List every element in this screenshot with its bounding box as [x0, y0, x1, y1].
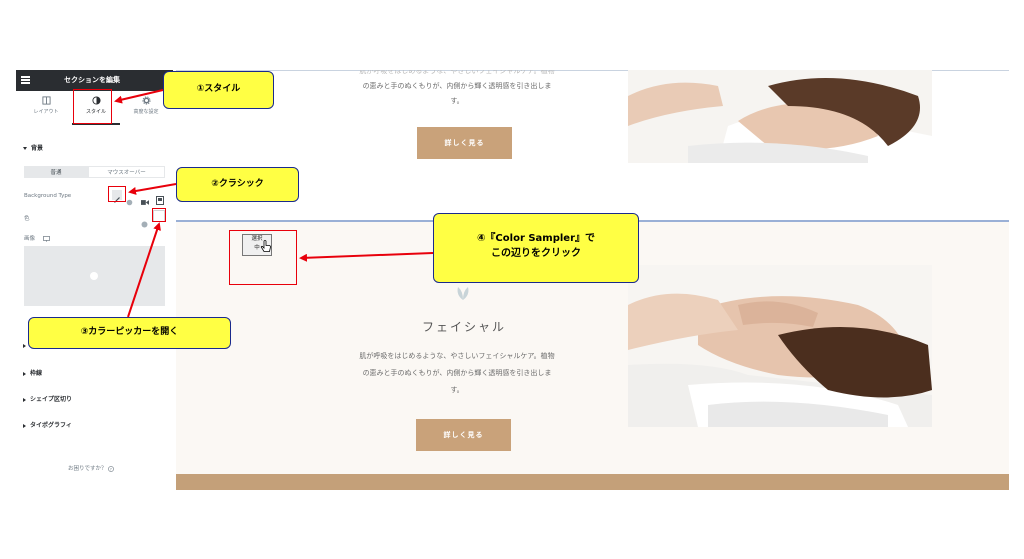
tab-layout[interactable]: レイアウト: [21, 96, 71, 115]
video-button[interactable]: [141, 191, 149, 205]
slideshow-button[interactable]: [156, 190, 164, 205]
tab-normal[interactable]: 普通: [24, 166, 88, 178]
contrast-icon: [91, 96, 101, 105]
arrow-step1: [114, 89, 164, 104]
massage-photo-top: [628, 70, 932, 163]
tab-advanced[interactable]: 高度な設定: [121, 96, 171, 115]
callout-step4-line1: ④『Color Sampler』で: [476, 233, 596, 244]
color-label: 色: [24, 216, 30, 222]
gear-icon: [141, 96, 151, 105]
gradient-button[interactable]: [126, 191, 133, 206]
arrow-step2: [128, 183, 177, 195]
editor-sidebar: セクションを編集 レイアウト スタイル 高度な設定 背景 普通 マウスオーバー …: [16, 70, 173, 490]
highlight-classic: [108, 186, 126, 202]
tab-advanced-label: 高度な設定: [133, 109, 159, 115]
tab-style-label: スタイル: [85, 109, 106, 115]
top-paragraph-line3: す。: [450, 97, 464, 105]
caret-down-icon: [23, 147, 27, 150]
sidebar-header: セクションを編集: [16, 70, 173, 91]
active-tab-indicator: [72, 123, 120, 125]
footer-band: [176, 474, 1009, 490]
image-label: 画像: [24, 234, 50, 242]
massage-photo-top-illustration: [628, 70, 932, 163]
top-details-button[interactable]: 詳しく見る: [417, 127, 512, 159]
highlight-style-tab: [73, 89, 112, 124]
top-paragraph-cutoff: 肌が呼吸をはじめるような、やさしいフェイシャルケア。植物: [359, 70, 555, 75]
layout-icon: [41, 96, 51, 105]
video-icon: [141, 200, 149, 205]
highlight-sample-area: [229, 230, 297, 285]
desktop-icon[interactable]: [42, 235, 50, 242]
caret-right-icon: [23, 343, 26, 348]
paragraph-line1: 肌が呼吸をはじめるような、やさしいフェイシャルケア。植物: [359, 352, 555, 360]
caret-right-icon: [23, 397, 26, 402]
details-button[interactable]: 詳しく見る: [416, 419, 511, 451]
leaf-icon: [457, 287, 469, 300]
callout-step4: ④『Color Sampler』で この辺りをクリック: [433, 213, 639, 283]
section-shape-divider-toggle[interactable]: シェイプ区切り: [23, 394, 72, 403]
callout-step1: ①スタイル: [163, 71, 274, 109]
section-border-label: 枠線: [30, 370, 43, 377]
tab-layout-label: レイアウト: [33, 109, 59, 115]
section-typography-toggle[interactable]: タイポグラフィ: [23, 420, 72, 429]
massage-photo: [628, 265, 932, 427]
help-link[interactable]: お困りですか？ ?: [68, 464, 115, 472]
section-heading: フェイシャル: [422, 320, 507, 334]
section-shape-divider-label: シェイプ区切り: [30, 396, 73, 403]
section-border-toggle[interactable]: 枠線: [23, 368, 42, 377]
page-preview: 肌が呼吸をはじめるような、やさしいフェイシャルケア。植物 の恵みと手のぬくもりが…: [176, 70, 1009, 490]
hamburger-menu-icon[interactable]: [21, 76, 30, 78]
section-facial[interactable]: 選択 中 フェイシャル 肌が呼吸をはじめるような、やさしいフェイシャルケア。植物…: [176, 222, 1009, 474]
callout-step3: ③カラーピッカーを開く: [28, 317, 231, 349]
callout-step2: ②クラシック: [176, 167, 299, 202]
tooltip-line2: 中: [254, 245, 260, 251]
slideshow-icon: [156, 196, 164, 205]
question-icon: ?: [108, 465, 115, 472]
caret-right-icon: [23, 371, 26, 376]
caret-right-icon: [23, 423, 26, 428]
tab-hover[interactable]: マウスオーバー: [88, 166, 165, 178]
section-background-toggle[interactable]: 背景: [23, 143, 43, 152]
arrow-step3: [127, 222, 161, 318]
paragraph-line3: す。: [450, 386, 464, 394]
sidebar-title: セクションを編集: [64, 76, 120, 84]
tab-style[interactable]: スタイル: [71, 96, 121, 115]
tooltip-line1: 選択: [251, 236, 263, 242]
massage-photo-illustration: [628, 265, 932, 427]
top-border-line: [176, 70, 1009, 71]
gradient-icon: [126, 199, 133, 206]
image-label-text: 画像: [24, 236, 36, 242]
section-top[interactable]: 肌が呼吸をはじめるような、やさしいフェイシャルケア。植物 の恵みと手のぬくもりが…: [176, 70, 1009, 220]
callout-step4-line2: この辺りをクリック: [491, 248, 581, 259]
top-paragraph-line2: の恵みと手のぬくもりが、内側から輝く透明感を引き出しま: [362, 82, 552, 90]
highlight-color-picker: [152, 208, 166, 222]
add-image-icon: [90, 272, 98, 280]
help-text: お困りですか？: [68, 466, 107, 472]
svg-text:?: ?: [110, 467, 112, 471]
section-hidden-toggle[interactable]: [23, 342, 30, 349]
section-background-label: 背景: [31, 145, 44, 152]
section-typography-label: タイポグラフィ: [30, 422, 72, 429]
state-tabs: 普通 マウスオーバー: [24, 166, 165, 178]
arrow-step4: [299, 252, 434, 262]
background-type-label: Background Type: [24, 193, 72, 199]
global-colors-button[interactable]: [141, 213, 148, 228]
globe-icon: [141, 221, 148, 228]
hand-cursor-icon: [260, 240, 271, 252]
paragraph-line2: の恵みと手のぬくもりが、内側から輝く透明感を引き出しま: [362, 369, 552, 377]
